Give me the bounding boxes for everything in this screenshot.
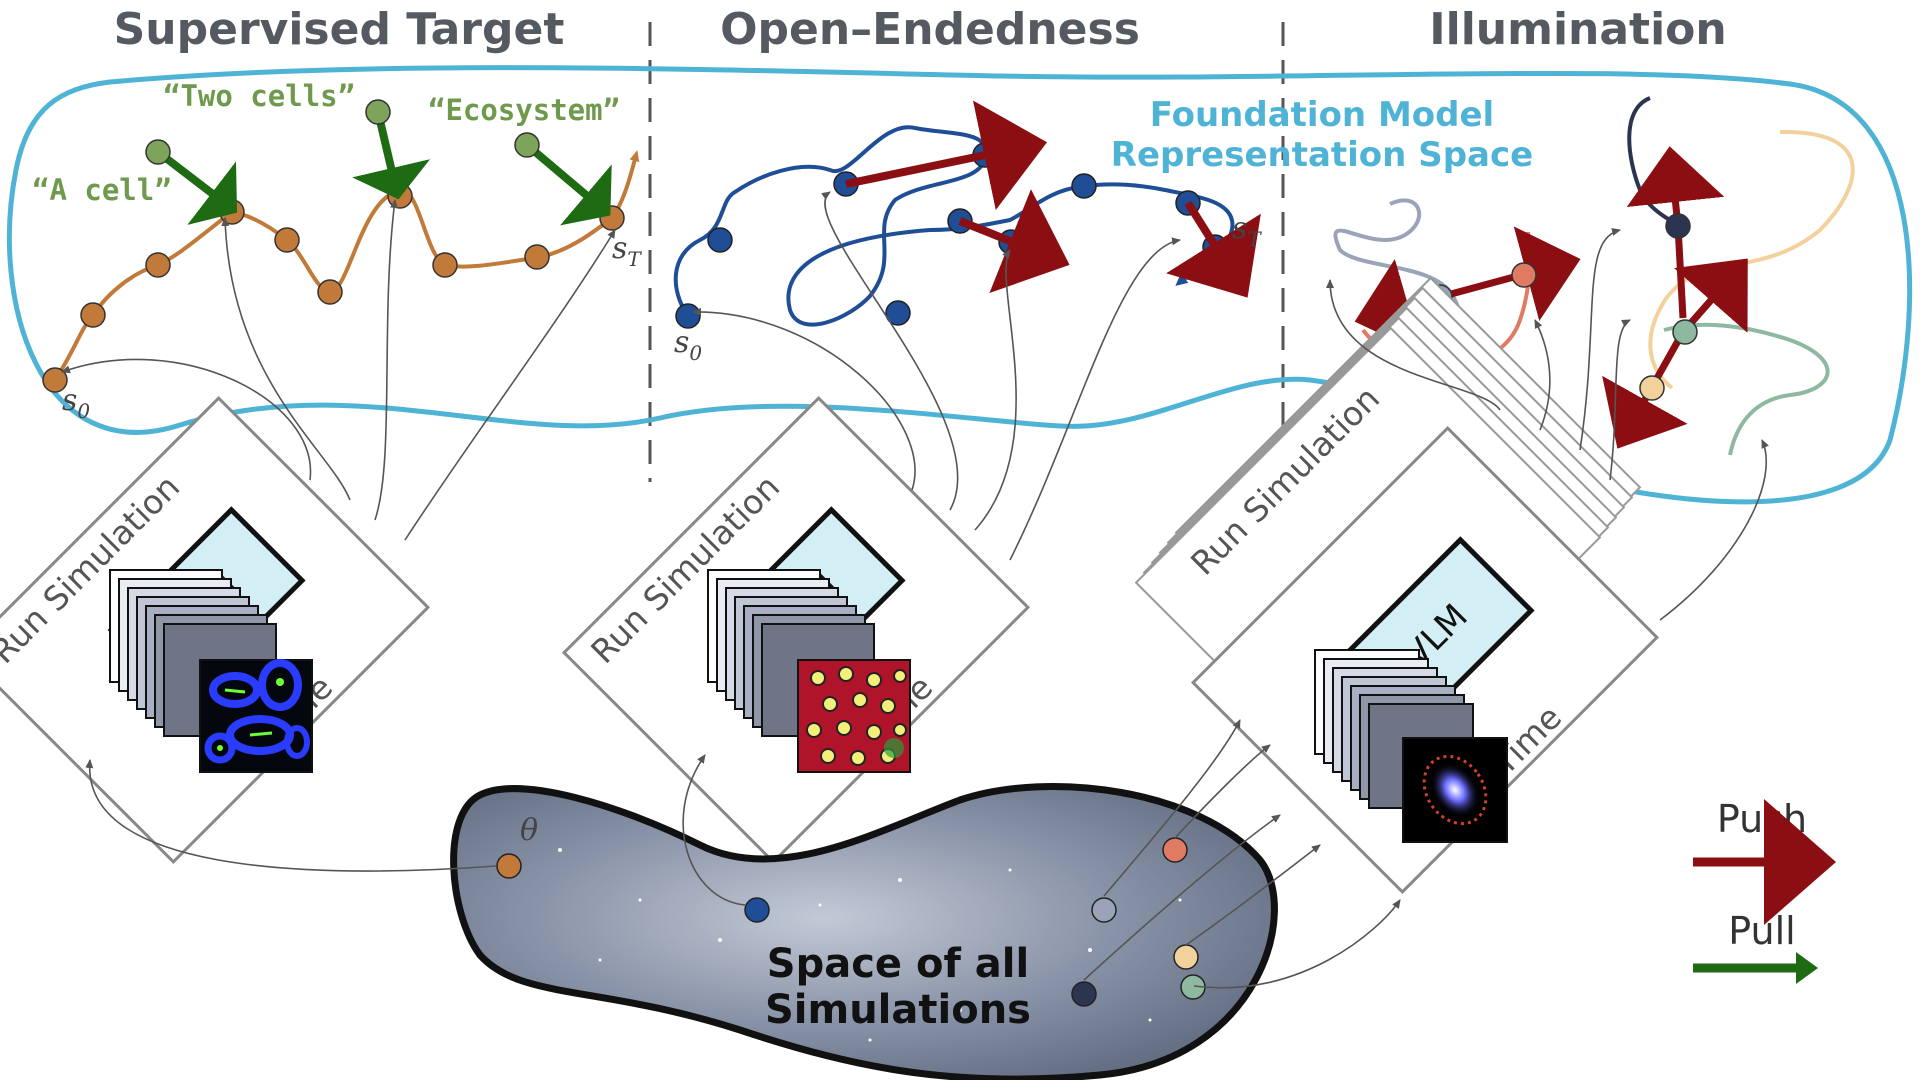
- prompt-a-cell: “A cell”: [32, 173, 172, 207]
- prompt-node-a-cell: [145, 139, 171, 165]
- param-node-gray: [1091, 897, 1117, 923]
- connector: [1326, 279, 1501, 411]
- label-sT-open-ended: sT: [1232, 211, 1262, 251]
- connector: [85, 759, 497, 872]
- connector: [974, 249, 1017, 531]
- frame-stack-open-endedness: [707, 569, 911, 773]
- connector: [1103, 719, 1241, 897]
- connector: [1174, 744, 1271, 839]
- label-s0-supervised: s0: [62, 383, 90, 423]
- supervised-node: [42, 367, 68, 393]
- param-node-orange: [496, 853, 522, 879]
- connector: [1193, 899, 1401, 989]
- supervised-node: [80, 302, 106, 328]
- param-node-tan: [1173, 944, 1199, 970]
- connector: [404, 229, 616, 541]
- supervised-node: [387, 183, 413, 209]
- legend: Push Pull: [1693, 797, 1836, 984]
- connector: [1534, 319, 1551, 431]
- simulation-panel-illumination-stack: VLM Time Run Simulation: [1134, 276, 1660, 895]
- prompt-node-two-cells: [365, 99, 391, 125]
- supervised-node: [524, 244, 550, 270]
- supervised-node: [317, 279, 343, 305]
- prompt-nodes: [145, 99, 540, 165]
- push-arrow: [1602, 330, 1688, 449]
- illumination-node-tan: [1639, 375, 1665, 401]
- pull-arrow: [524, 141, 612, 226]
- prompt-two-cells: “Two cells”: [163, 79, 355, 113]
- label-sT-supervised: sT: [612, 231, 642, 271]
- connector: [1185, 844, 1321, 946]
- space-label-line1: Space of all: [767, 941, 1029, 987]
- supervised-trajectory: [53, 150, 640, 382]
- theta-label: θ: [520, 813, 538, 848]
- frame-stack-supervised: [109, 569, 313, 773]
- title-illumination: Illumination: [1429, 4, 1726, 55]
- connector: [1609, 319, 1631, 481]
- connector: [374, 199, 398, 521]
- supervised-state-nodes: [42, 183, 625, 393]
- illumination-path-navy: [1627, 96, 1691, 232]
- param-node-navy: [1071, 981, 1097, 1007]
- push-arrow: [958, 189, 1070, 294]
- open-ended-node: [885, 300, 911, 326]
- connector: [221, 217, 351, 501]
- title-open-endedness: Open–Endedness: [720, 4, 1140, 55]
- space-label-line2: Simulations: [765, 987, 1031, 1033]
- supervised-node: [219, 199, 245, 225]
- supervised-node: [274, 227, 300, 253]
- supervised-node: [432, 252, 458, 278]
- foundation-model-label: Foundation Model: [1150, 95, 1494, 135]
- open-ended-node: [1071, 173, 1097, 199]
- connector: [692, 307, 916, 491]
- legend-pull-label: Pull: [1728, 909, 1795, 953]
- connector: [1659, 439, 1769, 621]
- connector: [1009, 237, 1181, 561]
- connector: [61, 358, 312, 481]
- legend-push-label: Push: [1717, 797, 1807, 841]
- legend-pull-head: [1796, 952, 1818, 984]
- illumination-node-navy: [1665, 213, 1691, 239]
- illumination-path-tan: [1648, 129, 1855, 390]
- push-arrow: [1674, 225, 1687, 319]
- open-ended-node: [707, 227, 733, 253]
- connector: [1083, 814, 1281, 981]
- connector: [821, 191, 959, 511]
- illumination-node-sage: [1672, 319, 1698, 345]
- supervised-node: [145, 252, 171, 278]
- space-of-all-simulations: [450, 783, 1278, 1080]
- label-s0-open-ended: s0: [674, 325, 702, 365]
- parameter-nodes: [496, 837, 1206, 1007]
- supervised-node: [599, 205, 625, 231]
- param-node-coral: [1162, 837, 1188, 863]
- title-supervised-target: Supervised Target: [114, 4, 565, 55]
- push-arrow: [1166, 200, 1261, 298]
- connector: [682, 754, 746, 906]
- space-stars: [558, 848, 1182, 1042]
- illumination-node-coral: [1511, 262, 1537, 288]
- illumination-path-sage: [1663, 322, 1830, 456]
- push-arrows-open-ended: [845, 100, 1261, 298]
- push-arrow: [845, 100, 1047, 211]
- prompt-node-ecosystem: [514, 132, 540, 158]
- connector: [1579, 228, 1621, 451]
- param-node-blue: [744, 897, 770, 923]
- frame-stack-illumination: [1314, 649, 1508, 843]
- prompt-ecosystem: “Ecosystem”: [428, 93, 620, 127]
- representation-space-label: Representation Space: [1111, 135, 1533, 175]
- open-ended-trajectory: [673, 125, 1235, 327]
- connector-arrows: [61, 191, 1769, 989]
